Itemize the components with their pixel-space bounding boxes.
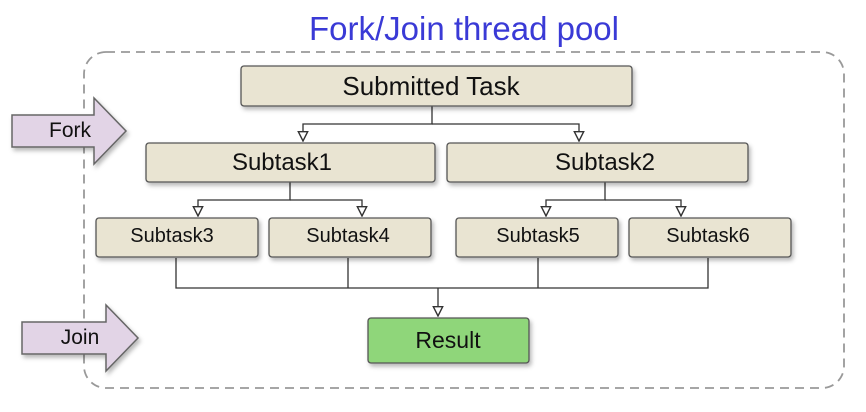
thread-pool-boundary: [83, 51, 845, 389]
connectors-fork-level2: [198, 182, 681, 216]
fork-arrow-icon: [11, 96, 128, 166]
node-result-label: Result: [415, 327, 481, 353]
page-title: Fork/Join thread pool: [309, 10, 619, 47]
node-submitted-task: Submitted Task: [240, 65, 633, 107]
connectors-join: [175, 258, 709, 316]
join-arrow: Join: [21, 303, 140, 373]
join-label: Join: [61, 326, 100, 349]
node-subtask6-label: Subtask6: [666, 225, 749, 247]
node-subtask4: Subtask4: [268, 217, 432, 258]
node-subtask1-label: Subtask1: [232, 149, 332, 176]
node-result: Result: [367, 317, 530, 364]
node-submitted-task-label: Submitted Task: [342, 71, 520, 101]
join-arrow-icon: [21, 303, 140, 373]
node-subtask3-label: Subtask3: [130, 225, 213, 247]
node-subtask4-label: Subtask4: [306, 225, 389, 247]
fork-arrow: Fork: [11, 96, 128, 166]
node-subtask6: Subtask6: [628, 217, 792, 258]
node-subtask1: Subtask1: [145, 142, 436, 183]
node-subtask2-label: Subtask2: [555, 149, 655, 176]
node-subtask5: Subtask5: [455, 217, 619, 258]
connectors-fork-level1: [303, 106, 579, 141]
fork-label: Fork: [49, 119, 92, 142]
node-subtask5-label: Subtask5: [496, 225, 579, 247]
node-subtask3: Subtask3: [95, 217, 259, 258]
node-subtask2: Subtask2: [446, 142, 749, 183]
